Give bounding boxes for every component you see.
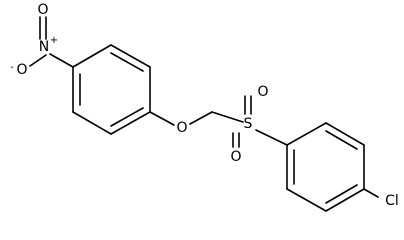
bond-ring1-inner-3 bbox=[110, 107, 144, 127]
atom-sulfonyl-o-top: O bbox=[257, 84, 268, 100]
charge-minus: - bbox=[10, 62, 14, 73]
atom-o-minus: O bbox=[16, 62, 27, 78]
bond-n-ring bbox=[49, 53, 74, 68]
bond-ring2-cl bbox=[363, 188, 379, 198]
atom-sulfonyl-o-bottom: O bbox=[230, 149, 241, 165]
bond-ring2-e bbox=[286, 188, 327, 212]
bond-ether-o-ch2 bbox=[189, 111, 213, 125]
bond-ring-ether-o bbox=[149, 111, 175, 126]
bond-ring2-inner-3 bbox=[325, 184, 358, 204]
atom-layer: O - N + O O S O O Cl bbox=[10, 2, 399, 209]
bond-ring1-inner-2 bbox=[110, 52, 144, 72]
molecule-structure: O - N + O O S O O Cl bbox=[10, 2, 399, 212]
bond-ch2-s bbox=[211, 111, 244, 123]
bond-ring2-a bbox=[286, 122, 327, 146]
bond-layer bbox=[29, 16, 379, 212]
bond-n-o-minus bbox=[29, 54, 47, 67]
atom-ether-o: O bbox=[176, 120, 187, 136]
charge-plus: + bbox=[50, 35, 58, 46]
bond-ring1-d bbox=[110, 111, 151, 135]
bond-ring2-d bbox=[325, 188, 365, 212]
bond-s-ring2 bbox=[255, 129, 288, 146]
atom-n-plus: N bbox=[39, 39, 49, 55]
bond-ring2-inner-2 bbox=[325, 130, 358, 150]
bond-ring1-e bbox=[72, 111, 112, 135]
bond-ring2-b bbox=[325, 122, 365, 146]
atom-o-double: O bbox=[37, 2, 48, 18]
atom-sulfur: S bbox=[244, 116, 253, 132]
bond-ring1-a bbox=[72, 44, 112, 68]
atom-chlorine: Cl bbox=[385, 193, 399, 209]
structure-canvas: O - N + O O S O O Cl bbox=[10, 2, 399, 212]
bond-ring1-b bbox=[110, 44, 151, 68]
